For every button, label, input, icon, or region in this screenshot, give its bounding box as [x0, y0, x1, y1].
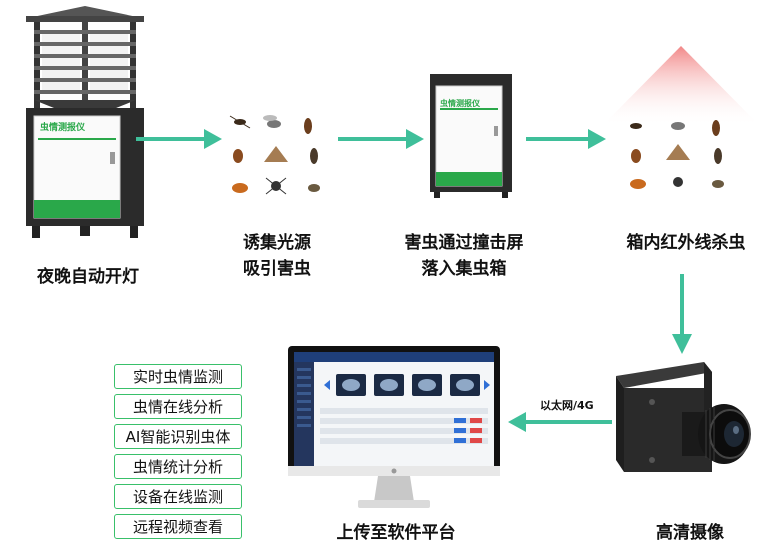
flow-arrow-left: [508, 412, 612, 432]
infrared-kill-zone-icon: [602, 46, 760, 189]
flow-arrow-down: [672, 274, 692, 354]
step-caption-software-platform: 上传至软件平台: [336, 523, 456, 543]
flow-arrow-right: [136, 129, 222, 149]
feature-item: 实时虫情监测: [114, 364, 242, 389]
insect-trap-device-icon: [26, 6, 144, 238]
feature-item: 远程视频查看: [114, 514, 242, 539]
step-caption-hd-camera: 高清摄像: [656, 523, 724, 543]
step-caption-lure-light: 诱集光源 吸引害虫: [243, 233, 311, 279]
step-caption-infrared-kill: 箱内红外线杀虫: [626, 233, 746, 253]
hd-camera-icon: [616, 362, 751, 472]
feature-item: 虫情统计分析: [114, 454, 242, 479]
software-platform-monitor-icon: [288, 346, 500, 508]
step-caption-collection: 害虫通过撞击屏 落入集虫箱: [404, 233, 524, 279]
flow-arrow-right: [338, 129, 424, 149]
flow-arrow-right: [526, 129, 606, 149]
feature-item: 设备在线监测: [114, 484, 242, 509]
step-caption-night-light: 夜晚自动开灯: [37, 267, 139, 287]
collection-box-icon: [430, 74, 512, 198]
device-label: 虫情测报仪: [40, 123, 86, 133]
connection-label: 以太网/4G: [540, 399, 594, 412]
feature-item: 虫情在线分析: [114, 394, 242, 419]
feature-item: AI智能识别虫体: [114, 424, 242, 449]
device-label: 虫情测报仪: [440, 99, 480, 108]
insects-cluster-icon: [229, 115, 320, 195]
